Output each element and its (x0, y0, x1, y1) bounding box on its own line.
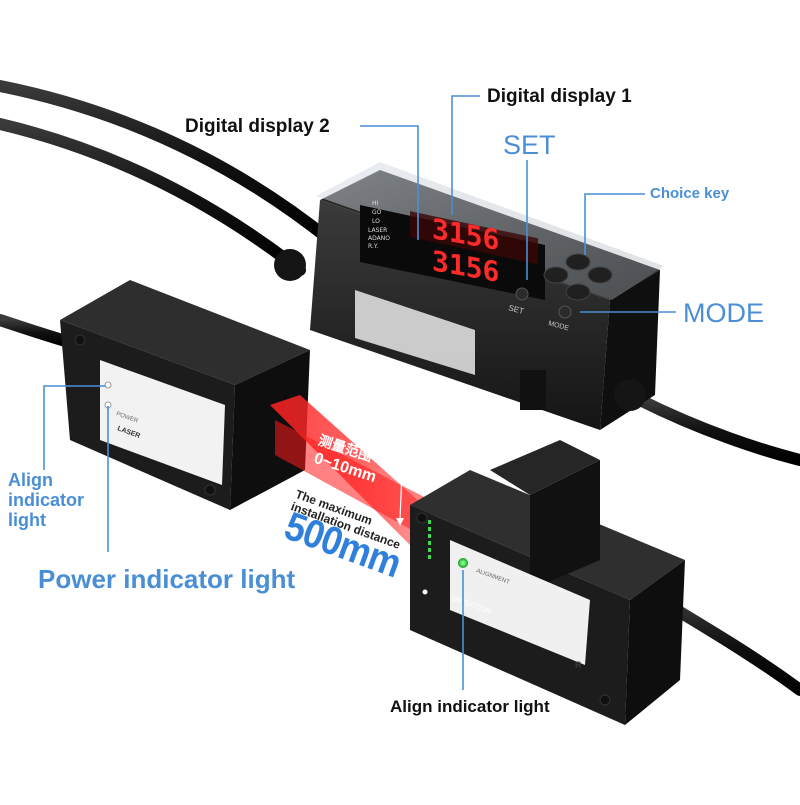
align-indicator-led (458, 558, 468, 568)
svg-text:ADANO: ADANO (368, 235, 390, 242)
label-digital-display-1: Digital display 1 (487, 86, 632, 107)
label-set: SET (503, 130, 556, 160)
align-left-line-3: light (8, 510, 46, 530)
svg-text:R.Y.: R.Y. (368, 243, 378, 250)
label-digital-display-2: Digital display 2 (185, 116, 330, 137)
label-align-indicator-bottom: Align indicator light (390, 697, 550, 716)
alignment-bar (428, 520, 431, 559)
svg-text:GO: GO (372, 209, 382, 216)
receiver-head: ALIGNMENT DETECTION R (410, 440, 685, 725)
svg-text:HI: HI (372, 200, 379, 207)
align-left-line-1: Align (8, 470, 53, 490)
svg-text:LO: LO (372, 218, 380, 225)
set-key-label: SET (507, 303, 524, 316)
laser-beam (270, 395, 440, 545)
align-left-line-2: indicator (8, 490, 85, 510)
display-side-labels: HI GO LO LASER ADANO R.Y. (368, 200, 390, 250)
svg-text:LASER: LASER (368, 227, 387, 234)
display-panel (360, 205, 545, 300)
callout-lines (43, 95, 676, 690)
label-mode: MODE (683, 298, 764, 328)
label-align-indicator-left: Align indicator light (8, 470, 84, 530)
label-power-indicator: Power indicator light (38, 564, 296, 594)
transmitter-head: POWER LASER (60, 280, 310, 510)
label-choice-key: Choice key (650, 185, 730, 202)
receiver-mark: R (575, 660, 582, 670)
keypad (515, 253, 613, 319)
controller-unit: 3156 3156 HI GO LO LASER ADANO R.Y. SET … (274, 162, 664, 430)
